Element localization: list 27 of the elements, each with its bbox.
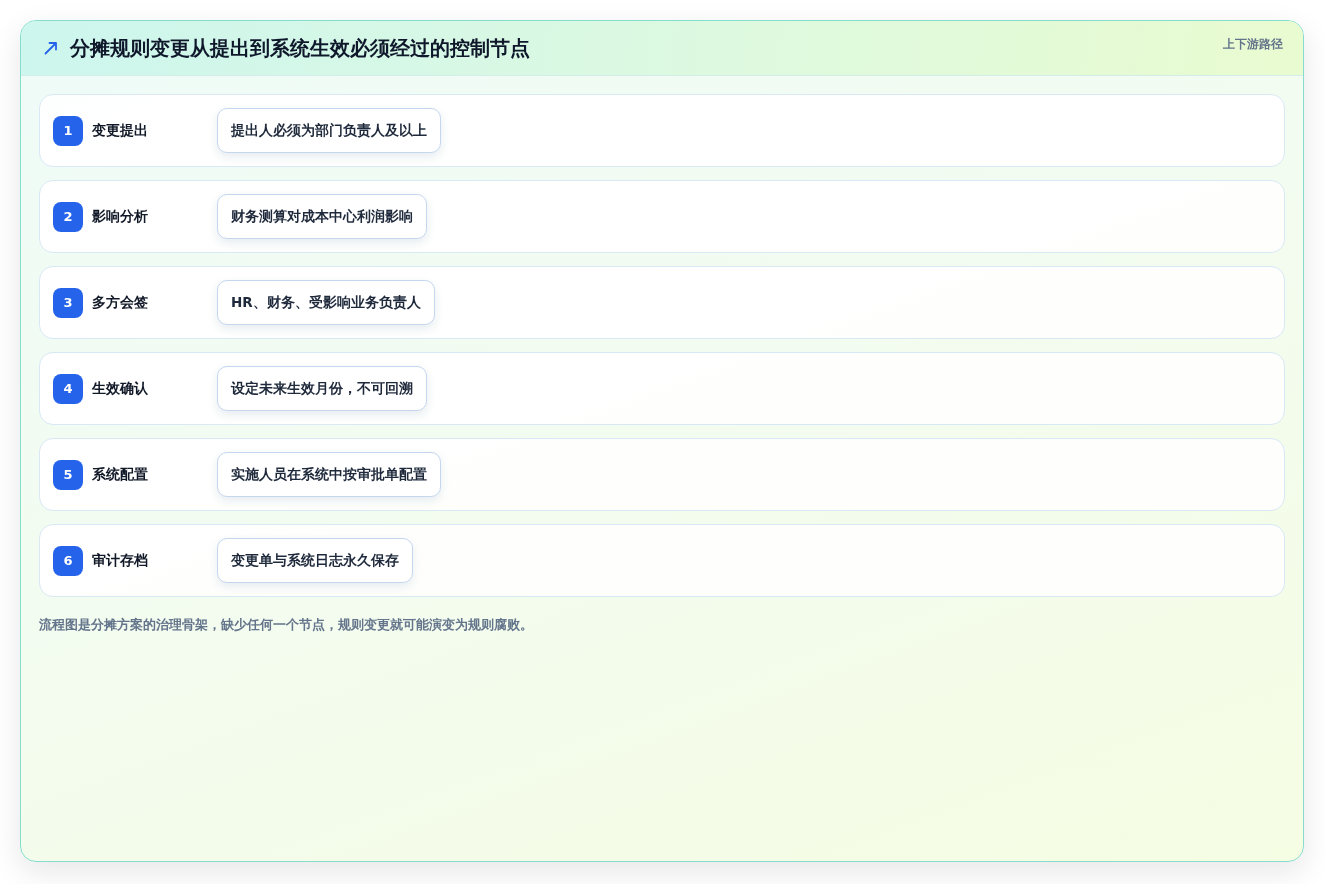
requirement-tag: 变更单与系统日志永久保存 [217, 538, 413, 583]
step-number-badge: 2 [53, 201, 83, 232]
caption: 流程图是分摊方案的治理骨架，缺少任何一个节点，规则变更就可能演变为规则腐败。 [39, 616, 534, 634]
step-number-badge: 6 [53, 545, 83, 576]
step-number-badge: 5 [53, 459, 83, 490]
step-card [39, 352, 1285, 425]
requirement-tag: 设定未来生效月份，不可回溯 [217, 366, 427, 411]
step-card [39, 94, 1285, 167]
step-card [39, 524, 1285, 597]
requirement-tag: 实施人员在系统中按审批单配置 [217, 452, 441, 497]
header-note: 上下游路径 [1223, 36, 1283, 53]
step-number-badge: 3 [53, 287, 83, 318]
step-title: 审计存档 [92, 551, 149, 570]
requirement-tag: HR、财务、受影响业务负责人 [217, 280, 435, 325]
step-number-badge: 1 [53, 115, 83, 146]
requirement-tag: 财务测算对成本中心利润影响 [217, 194, 427, 239]
requirement-tag: 提出人必须为部门负责人及以上 [217, 108, 441, 153]
step-title: 多方会签 [92, 293, 149, 312]
step-title: 影响分析 [92, 207, 149, 226]
step-number-badge: 4 [53, 373, 83, 404]
step-title: 生效确认 [92, 379, 149, 398]
title: 分摊规则变更从提出到系统生效必须经过的控制节点 [70, 36, 530, 60]
step-title: 系统配置 [92, 465, 149, 484]
step-title: 变更提出 [92, 121, 149, 140]
step-card [39, 266, 1285, 339]
step-card [39, 180, 1285, 253]
step-card [39, 438, 1285, 511]
